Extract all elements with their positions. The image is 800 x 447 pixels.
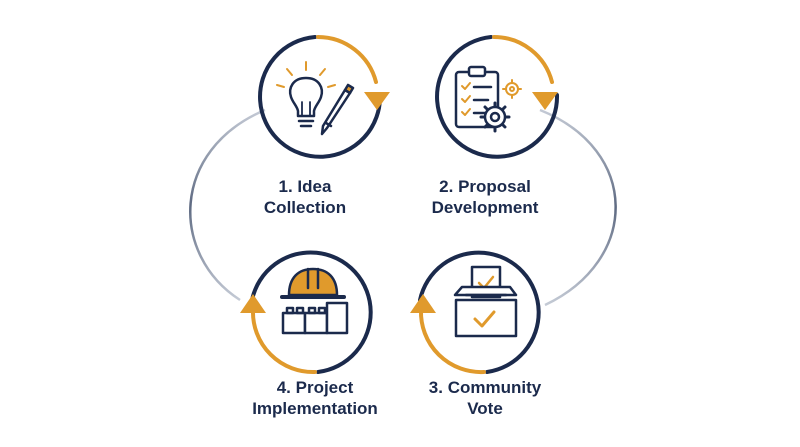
step-1-label: 1. Idea Collection: [240, 176, 370, 218]
ballot-box-icon: [453, 265, 518, 338]
arrow-up-icon: [410, 294, 436, 313]
step-1-subtitle: Collection: [263, 198, 347, 217]
step-2-label: 2. Proposal Development: [410, 176, 560, 218]
arrow-down-icon: [364, 92, 390, 110]
hardhat-blocks-icon: [280, 267, 349, 335]
connector-right: [539, 108, 617, 307]
arrow-down-icon: [532, 92, 558, 110]
step-2-subtitle: Development: [431, 198, 539, 217]
connector-left: [189, 108, 266, 302]
step-1-title: 1. Idea: [278, 177, 332, 196]
step-4-title: 4. Project: [276, 378, 354, 397]
step-3-label: 3. Community Vote: [410, 377, 560, 419]
step-4-label: 4. Project Implementation: [230, 377, 400, 419]
step-3-ring: [410, 250, 541, 375]
step-3-subtitle: Vote: [467, 399, 503, 418]
step-2-title: 2. Proposal: [439, 177, 531, 196]
step-4-subtitle: Implementation: [252, 399, 378, 418]
arrow-up-icon: [240, 294, 266, 313]
lightbulb-pencil-icon: [276, 61, 355, 136]
clipboard-gears-icon: [454, 65, 522, 133]
step-1-ring: [258, 35, 390, 159]
step-4-ring: [240, 250, 373, 375]
step-3-title: 3. Community: [428, 378, 542, 397]
step-2-ring: [435, 35, 560, 159]
